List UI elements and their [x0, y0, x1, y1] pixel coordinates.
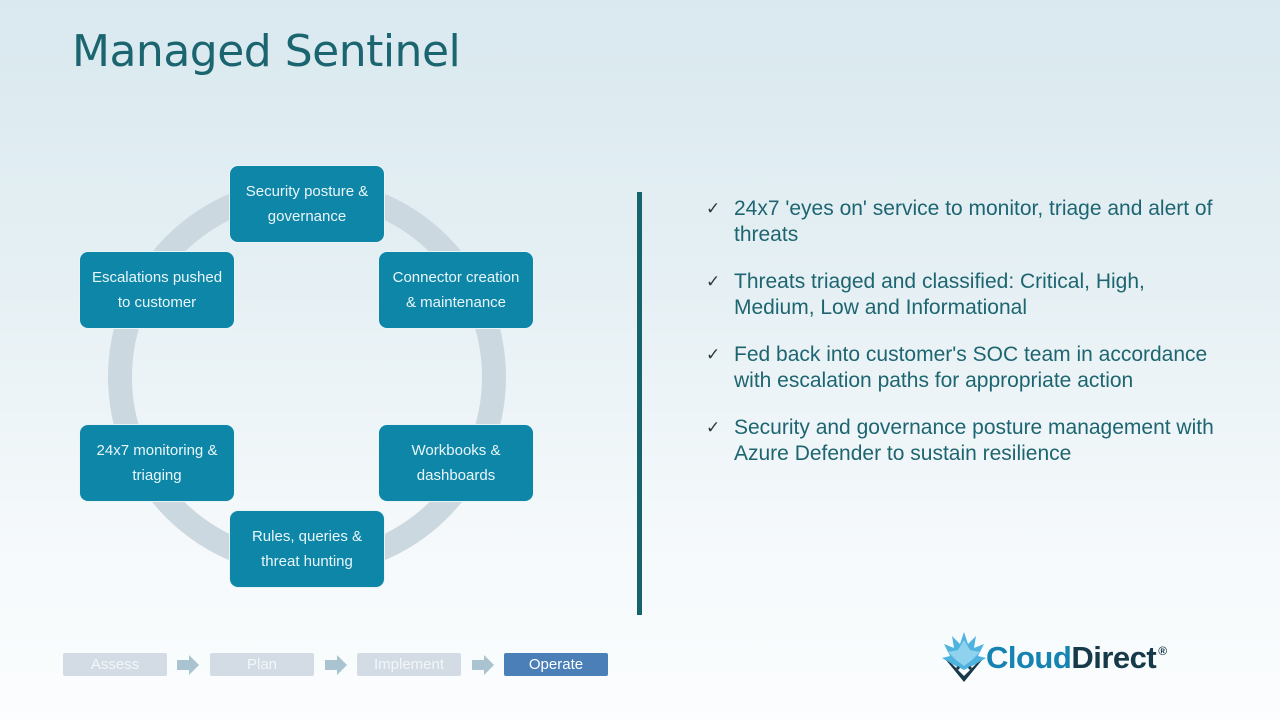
cycle-node-escalations: Escalations pushed to customer [80, 252, 234, 328]
cycle-ring-arc [108, 178, 506, 576]
logo-wordmark: CloudDirect® [986, 640, 1167, 676]
registered-mark: ® [1158, 644, 1167, 658]
check-icon: ✓ [706, 272, 721, 291]
cycle-node-security-posture: Security posture & governance [230, 166, 384, 242]
arrow-right-icon [325, 655, 347, 675]
node-label: Workbooks & dashboards [411, 442, 501, 484]
bullet-text: Fed back into customer's SOC team in acc… [734, 343, 1208, 392]
check-icon: ✓ [706, 418, 721, 437]
bullet-item: ✓ Security and governance posture manage… [706, 415, 1226, 467]
step-label: Implement [373, 656, 445, 673]
step-operate: Operate [504, 653, 608, 676]
arrow-right-icon [177, 655, 199, 675]
bullet-item: ✓ Fed back into customer's SOC team in a… [706, 342, 1226, 394]
logo-direct-text: Direct [1071, 640, 1157, 675]
node-label: Security posture & governance [245, 183, 369, 225]
bullet-text: Security and governance posture manageme… [734, 416, 1214, 465]
cloud-direct-logo: CloudDirect® [942, 630, 1167, 686]
step-label: Plan [246, 656, 278, 673]
step-label: Operate [528, 656, 584, 673]
slide-title: Managed Sentinel [72, 26, 461, 77]
node-label: 24x7 monitoring & triaging [96, 442, 218, 484]
cycle-node-workbooks: Workbooks & dashboards [379, 425, 533, 501]
step-label: Assess [90, 656, 140, 673]
step-plan: Plan [210, 653, 314, 676]
vertical-divider [637, 192, 642, 615]
bullet-text: 24x7 'eyes on' service to monitor, triag… [734, 197, 1213, 246]
check-icon: ✓ [706, 345, 721, 364]
step-implement: Implement [357, 653, 461, 676]
logo-cloud-text: Cloud [986, 640, 1072, 675]
step-assess: Assess [63, 653, 167, 676]
node-label: Escalations pushed to customer [91, 269, 223, 311]
bullet-list: ✓ 24x7 'eyes on' service to monitor, tri… [706, 196, 1226, 488]
check-icon: ✓ [706, 199, 721, 218]
cycle-node-monitoring: 24x7 monitoring & triaging [80, 425, 234, 501]
cycle-node-connector-creation: Connector creation & maintenance [379, 252, 533, 328]
hedgehog-logo-icon [942, 632, 986, 682]
bullet-item: ✓ Threats triaged and classified: Critic… [706, 269, 1226, 321]
node-label: Connector creation & maintenance [392, 269, 520, 311]
bullet-text: Threats triaged and classified: Critical… [734, 270, 1145, 319]
arrow-right-icon [472, 655, 494, 675]
cycle-node-rules-queries: Rules, queries & threat hunting [230, 511, 384, 587]
bullet-item: ✓ 24x7 'eyes on' service to monitor, tri… [706, 196, 1226, 248]
cycle-arrow-icon [196, 196, 228, 230]
node-label: Rules, queries & threat hunting [251, 528, 363, 570]
